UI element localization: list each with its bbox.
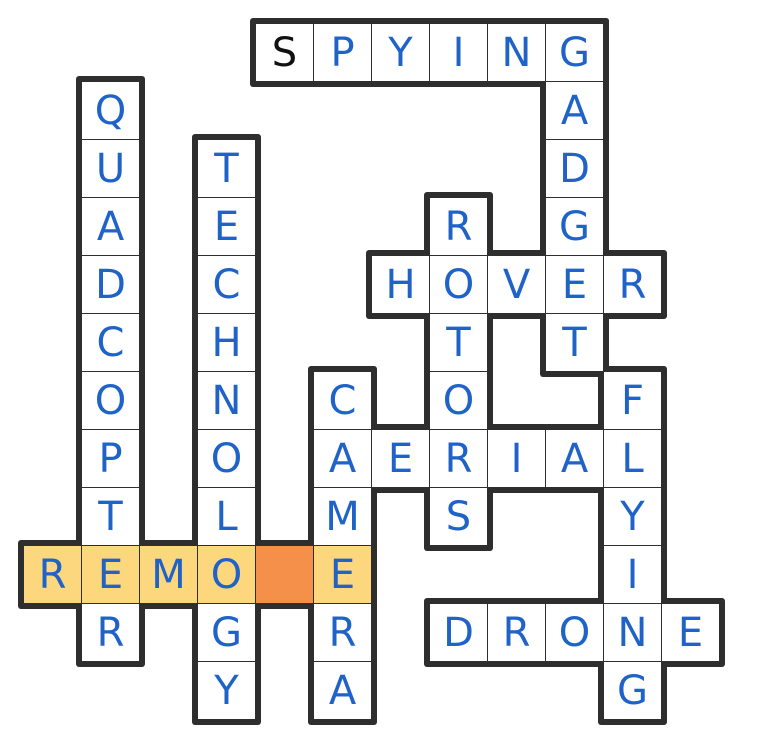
cell-r3-c9[interactable]: G [546, 198, 603, 255]
cell-r0-c7[interactable]: I [430, 24, 487, 81]
cell-r7-c8[interactable]: I [488, 430, 545, 487]
cell-r1-c9[interactable]: A [546, 82, 603, 139]
cell-r7-c7[interactable]: R [430, 430, 487, 487]
cell-r0-c4[interactable]: S [256, 24, 313, 81]
cell-r4-c3[interactable]: C [198, 256, 255, 313]
cell-r0-c8[interactable]: N [488, 24, 545, 81]
cell-r6-c5[interactable]: C [314, 372, 371, 429]
cell-r5-c7[interactable]: T [430, 314, 487, 371]
cell-r0-c6[interactable]: Y [372, 24, 429, 81]
cell-r3-c3[interactable]: E [198, 198, 255, 255]
cell-r11-c5[interactable]: A [314, 662, 371, 719]
cell-r8-c10[interactable]: Y [604, 488, 661, 545]
cell-r4-c6[interactable]: H [372, 256, 429, 313]
cell-r4-c9[interactable]: E [546, 256, 603, 313]
cell-r9-c10[interactable]: I [604, 546, 661, 603]
cell-r5-c9[interactable]: T [546, 314, 603, 371]
cell-r3-c1[interactable]: A [82, 198, 139, 255]
cell-r10-c11[interactable]: E [662, 604, 719, 661]
cell-r9-c0[interactable]: R [24, 546, 81, 603]
cell-r8-c3[interactable]: L [198, 488, 255, 545]
cell-r5-c3[interactable]: H [198, 314, 255, 371]
cell-r0-c5[interactable]: P [314, 24, 371, 81]
cell-r11-c10[interactable]: G [604, 662, 661, 719]
cell-r9-c5[interactable]: E [314, 546, 371, 603]
cell-r11-c3[interactable]: Y [198, 662, 255, 719]
cell-r6-c7[interactable]: O [430, 372, 487, 429]
cell-r7-c9[interactable]: A [546, 430, 603, 487]
cell-r0-c9[interactable]: G [546, 24, 603, 81]
cell-r10-c8[interactable]: R [488, 604, 545, 661]
cell-r9-c1[interactable]: E [82, 546, 139, 603]
cell-r10-c3[interactable]: G [198, 604, 255, 661]
cell-r2-c1[interactable]: U [82, 140, 139, 197]
cell-r9-c3[interactable]: O [198, 546, 255, 603]
cell-r6-c1[interactable]: O [82, 372, 139, 429]
cell-r10-c9[interactable]: O [546, 604, 603, 661]
cell-r6-c10[interactable]: F [604, 372, 661, 429]
cell-r7-c1[interactable]: P [82, 430, 139, 487]
cell-r6-c3[interactable]: N [198, 372, 255, 429]
cell-r7-c5[interactable]: A [314, 430, 371, 487]
cell-r7-c6[interactable]: E [372, 430, 429, 487]
cell-r7-c3[interactable]: O [198, 430, 255, 487]
cell-r8-c7[interactable]: S [430, 488, 487, 545]
cell-r10-c5[interactable]: R [314, 604, 371, 661]
cell-r4-c1[interactable]: D [82, 256, 139, 313]
cell-r10-c10[interactable]: N [604, 604, 661, 661]
cell-r4-c8[interactable]: V [488, 256, 545, 313]
cell-r4-c7[interactable]: O [430, 256, 487, 313]
cell-r3-c7[interactable]: R [430, 198, 487, 255]
cell-r5-c1[interactable]: C [82, 314, 139, 371]
cell-r2-c9[interactable]: D [546, 140, 603, 197]
cell-r8-c1[interactable]: T [82, 488, 139, 545]
cell-r10-c7[interactable]: D [430, 604, 487, 661]
cell-r2-c3[interactable]: T [198, 140, 255, 197]
cell-r9-c2[interactable]: M [140, 546, 197, 603]
cell-r8-c5[interactable]: M [314, 488, 371, 545]
cell-r1-c1[interactable]: Q [82, 82, 139, 139]
cell-r10-c1[interactable]: R [82, 604, 139, 661]
cell-r4-c10[interactable]: R [604, 256, 661, 313]
cell-r7-c10[interactable]: L [604, 430, 661, 487]
cell-r9-c4[interactable] [256, 546, 313, 603]
